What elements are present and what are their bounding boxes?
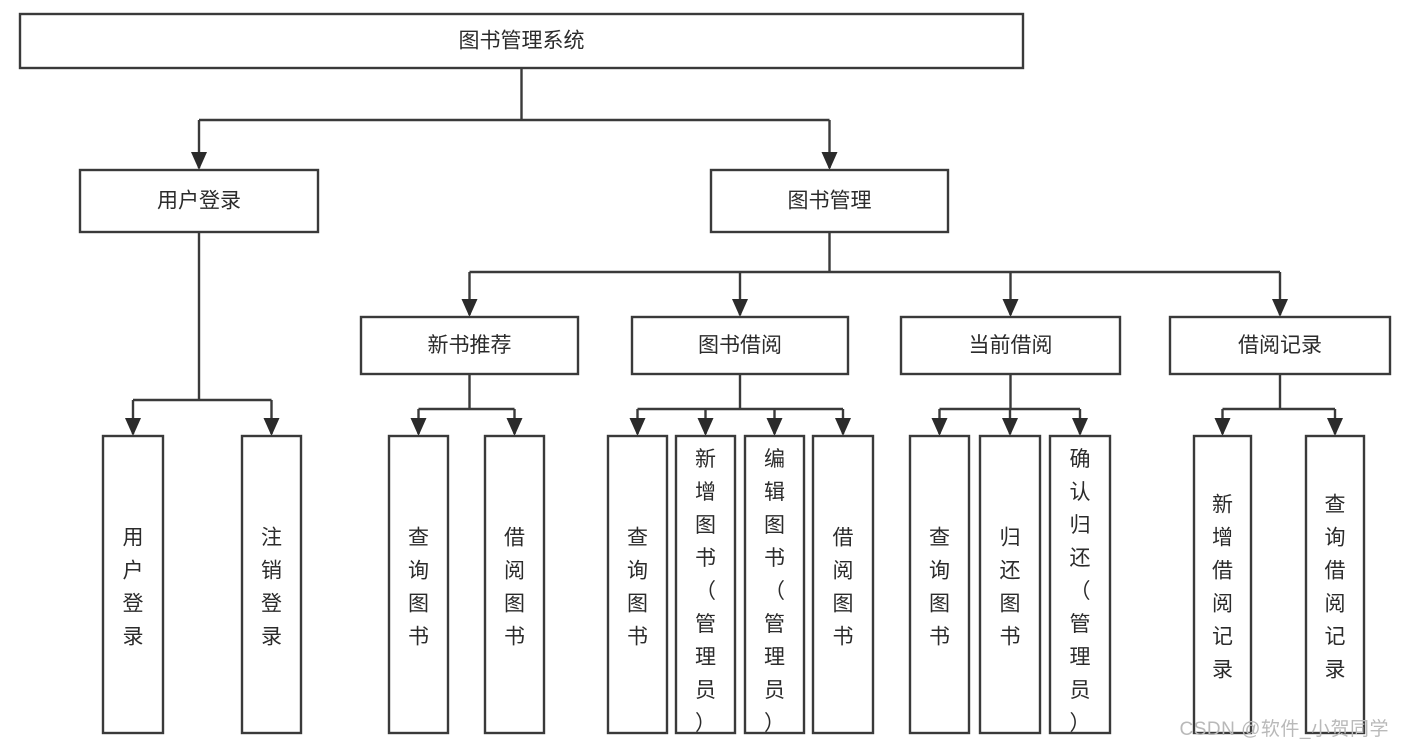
arrow-head-icon — [1272, 299, 1288, 317]
node-box[interactable] — [240, 434, 303, 735]
connectors-layer — [125, 68, 1343, 436]
node-level3-current-borrow[interactable]: 当前借阅 — [899, 315, 1122, 376]
csdn-watermark: CSDN @软件_小贺同学 — [1179, 719, 1389, 740]
node-leaf-leaf-edit-book-admin[interactable]: 编辑图书（管理员） — [743, 434, 806, 735]
node-box[interactable] — [1192, 434, 1253, 735]
node-label: 确认归还（管理员） — [1070, 448, 1091, 735]
node-box[interactable] — [387, 434, 450, 735]
arrow-head-icon — [1002, 299, 1019, 317]
node-box[interactable] — [908, 434, 971, 735]
node-leaf-leaf-add-borrow-record[interactable]: 新增借阅记录 — [1192, 434, 1253, 735]
node-label: 当前借阅 — [969, 334, 1053, 357]
node-box[interactable] — [630, 315, 850, 376]
node-level3-book-borrow[interactable]: 图书借阅 — [630, 315, 850, 376]
node-box[interactable] — [743, 434, 806, 735]
node-label: 查询图书 — [408, 527, 429, 649]
node-leaf-leaf-query-book-borrow[interactable]: 查询图书 — [606, 434, 669, 735]
node-label: 查询借阅记录 — [1325, 494, 1346, 682]
node-box[interactable] — [1168, 315, 1392, 376]
node-box[interactable] — [1304, 434, 1366, 735]
arrow-head-icon — [1002, 418, 1018, 436]
arrow-head-icon — [125, 418, 141, 436]
node-label: 查询图书 — [929, 527, 950, 649]
node-leaf-leaf-return-book[interactable]: 归还图书 — [978, 434, 1042, 735]
arrow-head-icon — [461, 299, 478, 317]
node-leaf-leaf-confirm-return-admin[interactable]: 确认归还（管理员） — [1048, 434, 1112, 735]
arrow-head-icon — [629, 418, 646, 436]
node-level3-borrow-record[interactable]: 借阅记录 — [1168, 315, 1392, 376]
node-label: 借阅图书 — [504, 527, 525, 649]
arrow-head-icon — [263, 418, 280, 436]
arrow-head-icon — [766, 418, 783, 436]
node-label: 新增借阅记录 — [1212, 494, 1233, 682]
arrow-head-icon — [697, 418, 714, 436]
node-box[interactable] — [674, 434, 737, 735]
arrow-head-icon — [732, 299, 748, 317]
node-box[interactable] — [483, 434, 546, 735]
arrow-head-icon — [1214, 418, 1231, 436]
arrow-head-icon — [835, 418, 851, 436]
arrow-head-icon — [821, 152, 838, 170]
node-leaf-leaf-query-borrow-record[interactable]: 查询借阅记录 — [1304, 434, 1366, 735]
node-box[interactable] — [709, 168, 950, 234]
node-box[interactable] — [606, 434, 669, 735]
node-box[interactable] — [899, 315, 1122, 376]
node-box[interactable] — [101, 434, 165, 735]
node-box[interactable] — [811, 434, 875, 735]
node-box[interactable] — [1048, 434, 1112, 735]
node-label: 查询图书 — [627, 527, 648, 649]
node-box[interactable] — [18, 12, 1025, 70]
arrow-head-icon — [1072, 418, 1088, 436]
node-label: 图书管理 — [788, 190, 872, 213]
node-leaf-leaf-query-book-current[interactable]: 查询图书 — [908, 434, 971, 735]
node-level2-book-manage[interactable]: 图书管理 — [709, 168, 950, 234]
node-box[interactable] — [359, 315, 580, 376]
arrow-head-icon — [931, 418, 948, 436]
node-label: 用户登录 — [157, 190, 241, 213]
node-label: 图书管理系统 — [459, 30, 585, 53]
node-label: 新增图书（管理员） — [695, 448, 716, 735]
nodes-layer: 图书管理系统用户登录图书管理新书推荐图书借阅当前借阅借阅记录用户登录注销登录查询… — [18, 12, 1392, 735]
node-level2-user-login[interactable]: 用户登录 — [78, 168, 320, 234]
node-leaf-leaf-borrow-book-recommend[interactable]: 借阅图书 — [483, 434, 546, 735]
node-label: 用户登录 — [123, 527, 144, 649]
node-label: 借阅记录 — [1238, 334, 1322, 357]
arrow-head-icon — [506, 418, 523, 436]
node-label: 注销登录 — [261, 527, 282, 649]
node-box[interactable] — [978, 434, 1042, 735]
node-level3-new-book-recommend[interactable]: 新书推荐 — [359, 315, 580, 376]
node-leaf-leaf-user-login[interactable]: 用户登录 — [101, 434, 165, 735]
node-leaf-leaf-borrow-book[interactable]: 借阅图书 — [811, 434, 875, 735]
arrow-head-icon — [1327, 418, 1343, 436]
node-leaf-leaf-query-book-recommend[interactable]: 查询图书 — [387, 434, 450, 735]
node-label: 图书借阅 — [698, 334, 782, 357]
node-label: 新书推荐 — [428, 334, 512, 357]
node-root[interactable]: 图书管理系统 — [18, 12, 1025, 70]
node-leaf-leaf-add-book-admin[interactable]: 新增图书（管理员） — [674, 434, 737, 735]
arrow-head-icon — [191, 152, 207, 170]
node-label: 归还图书 — [1000, 527, 1021, 649]
node-label: 编辑图书（管理员） — [764, 448, 785, 735]
node-leaf-leaf-logout[interactable]: 注销登录 — [240, 434, 303, 735]
node-label: 借阅图书 — [833, 527, 854, 649]
arrow-head-icon — [410, 418, 427, 436]
node-box[interactable] — [78, 168, 320, 234]
